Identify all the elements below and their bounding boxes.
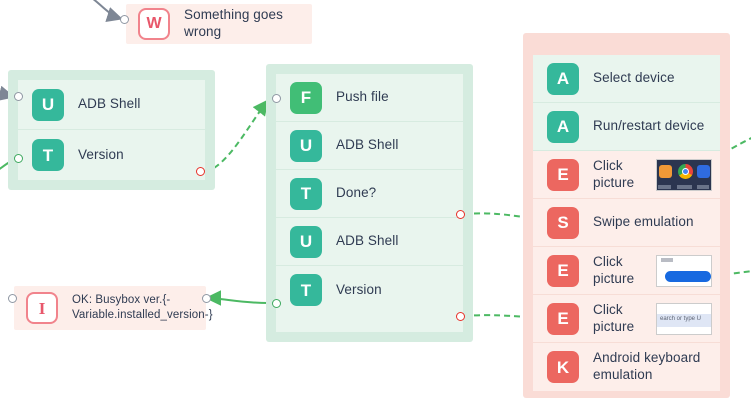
row-version[interactable]: T Version	[276, 266, 463, 314]
node-info-label: OK: Busybox ver.{-Variable.installed_ver…	[72, 294, 213, 321]
omnibox-text: earch or type U	[660, 315, 702, 322]
t-letter-icon: T	[290, 274, 322, 306]
u-letter-icon: U	[290, 129, 322, 162]
port-version2-error[interactable]	[456, 312, 465, 321]
group-adb-version[interactable]: U ADB Shell T Version	[8, 70, 215, 190]
e-letter-icon: E	[547, 158, 579, 191]
row-adb-shell-2[interactable]: U ADB Shell	[276, 218, 463, 266]
row-swipe-emulation[interactable]: S Swipe emulation	[533, 199, 720, 247]
node-warning-label: Something goes wrong	[184, 7, 283, 39]
row-label: Push file	[336, 89, 389, 105]
port-push-file-input[interactable]	[272, 94, 281, 103]
group-push-file[interactable]: F Push file U ADB Shell T Done? U ADB Sh…	[266, 64, 473, 342]
row-adb-shell[interactable]: U ADB Shell	[276, 122, 463, 170]
row-label: Click picture	[593, 157, 635, 190]
row-adb-shell[interactable]: U ADB Shell	[18, 80, 205, 130]
a-letter-icon: A	[547, 110, 579, 143]
row-android-keyboard[interactable]: K Android keyboard emulation	[533, 343, 720, 391]
info-letter-icon: I	[26, 292, 58, 324]
row-label: ADB Shell	[78, 96, 141, 112]
row-label: Version	[336, 281, 382, 297]
port-group1-output[interactable]	[196, 167, 205, 176]
u-letter-icon: U	[290, 225, 322, 258]
group-device-actions-body: A Select device A Run/restart device E C…	[533, 55, 720, 391]
t-letter-icon: T	[290, 177, 322, 210]
row-label: Run/restart device	[593, 118, 705, 134]
e-letter-icon: E	[547, 254, 579, 287]
row-label: Swipe emulation	[593, 214, 694, 230]
thumbnail-omnibox[interactable]: earch or type U	[656, 302, 712, 335]
port-info-input[interactable]	[8, 294, 17, 303]
s-letter-icon: S	[547, 206, 579, 239]
row-push-file[interactable]: F Push file	[276, 74, 463, 122]
row-run-restart-device[interactable]: A Run/restart device	[533, 103, 720, 151]
row-label: Click picture	[593, 301, 635, 334]
wire-done-to-swipe	[463, 212, 531, 219]
u-letter-icon: U	[32, 88, 64, 121]
port-warning-input[interactable]	[120, 15, 129, 24]
row-click-picture-dialog[interactable]: E Click picture	[533, 247, 720, 295]
row-done[interactable]: T Done?	[276, 170, 463, 218]
row-select-device[interactable]: A Select device	[533, 55, 720, 103]
thumbnail-home-screen[interactable]	[656, 158, 712, 191]
row-label: Android keyboard emulation	[593, 350, 701, 382]
e-letter-icon: E	[547, 302, 579, 335]
dialog-art	[657, 255, 711, 286]
group-push-file-body: F Push file U ADB Shell T Done? U ADB Sh…	[276, 74, 463, 332]
group-adb-version-body: U ADB Shell T Version	[18, 80, 205, 180]
group-device-actions[interactable]: A Select device A Run/restart device E C…	[523, 33, 730, 398]
wire-version-to-clickpicture	[463, 314, 531, 318]
port-version-input[interactable]	[14, 154, 23, 163]
a-letter-icon: A	[547, 62, 579, 95]
k-letter-icon: K	[547, 351, 579, 383]
row-version[interactable]: T Version	[18, 130, 205, 180]
f-letter-icon: F	[290, 81, 322, 114]
row-click-picture-omnibox[interactable]: E Click picture earch or type U	[533, 295, 720, 343]
row-label: Version	[78, 146, 124, 162]
port-info-output[interactable]	[202, 294, 211, 303]
port-adb-shell-input[interactable]	[14, 92, 23, 101]
row-label: Select device	[593, 70, 675, 86]
row-label: ADB Shell	[336, 233, 399, 249]
warning-letter-icon: W	[138, 8, 170, 40]
row-click-picture-home[interactable]: E Click picture	[533, 151, 720, 199]
node-warning[interactable]: W Something goes wrong	[126, 4, 312, 44]
row-label: Done?	[336, 185, 377, 201]
wire-to-warning	[92, 0, 123, 22]
chrome-icon	[678, 163, 693, 179]
port-done-output[interactable]	[456, 210, 465, 219]
wire-version-to-info	[205, 290, 269, 306]
t-letter-icon: T	[32, 139, 64, 171]
row-label: ADB Shell	[336, 137, 399, 153]
port-version2-output[interactable]	[272, 299, 281, 308]
omnibox-art: earch or type U	[657, 303, 711, 334]
home-screen-art	[657, 159, 711, 190]
thumbnail-blue-button-dialog[interactable]	[656, 254, 712, 287]
row-label: Click picture	[593, 253, 635, 286]
node-info[interactable]: I OK: Busybox ver.{-Variable.installed_v…	[14, 286, 213, 330]
